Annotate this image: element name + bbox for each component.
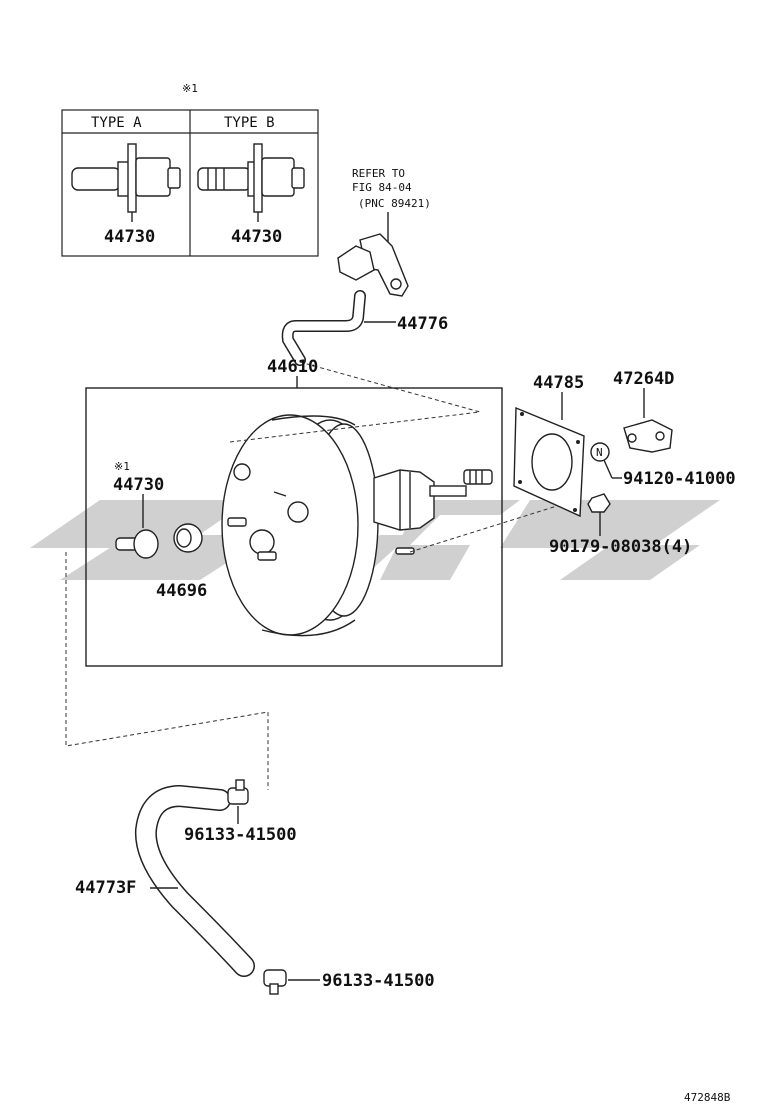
type-b-part-number: 44730 bbox=[231, 227, 282, 247]
check-valve-type-a-icon bbox=[71, 143, 181, 222]
type-a-header: TYPE A bbox=[91, 115, 142, 131]
gasket-icon bbox=[513, 406, 585, 518]
label-44696: 44696 bbox=[156, 581, 207, 601]
clevis-icon bbox=[623, 419, 673, 453]
label-44776: 44776 bbox=[397, 314, 448, 334]
label-94120-41000: 94120-41000 bbox=[623, 469, 736, 489]
refer-line-2: FIG 84-04 bbox=[352, 181, 412, 194]
refer-line-3: (PNC 89421) bbox=[358, 197, 431, 210]
type-a-part-number: 44730 bbox=[104, 227, 155, 247]
upper-vacuum-hose-icon bbox=[281, 290, 366, 366]
check-valve-type-b-icon bbox=[197, 143, 305, 222]
label-44773f: 44773F bbox=[75, 878, 136, 898]
valve-note-mark: ※1 bbox=[114, 460, 130, 473]
label-47264d: 47264D bbox=[613, 369, 674, 389]
nut-code: N bbox=[596, 446, 603, 459]
label-44785: 44785 bbox=[533, 373, 584, 393]
brake-booster-icon bbox=[221, 414, 493, 637]
lower-vacuum-hose-icon bbox=[134, 784, 255, 977]
refer-line-1: REFER TO bbox=[352, 167, 405, 180]
label-96133-41500-upper: 96133-41500 bbox=[184, 825, 297, 845]
label-44730: 44730 bbox=[113, 475, 164, 495]
flange-nut-icon bbox=[587, 493, 611, 513]
inset-note-mark: ※1 bbox=[182, 82, 198, 95]
booster-assembly-box bbox=[85, 387, 503, 667]
figure-id: 472848B bbox=[684, 1091, 731, 1104]
vacuum-bracket-icon bbox=[337, 233, 409, 297]
grommet-icon bbox=[173, 523, 203, 553]
nut-marker: N bbox=[590, 442, 610, 462]
label-90179-08038: 90179-08038(4) bbox=[549, 537, 692, 557]
label-44610: 44610 bbox=[267, 357, 318, 377]
refer-note: REFER TO FIG 84-04 (PNC 89421) bbox=[352, 167, 431, 252]
label-96133-41500-lower: 96133-41500 bbox=[322, 971, 435, 991]
check-valve-icon bbox=[115, 529, 159, 559]
hose-clip-upper-icon bbox=[227, 779, 249, 805]
hose-clip-lower-icon bbox=[263, 969, 287, 995]
type-b-header: TYPE B bbox=[224, 115, 275, 131]
type-inset: ※1 TYPE A TYPE B 44730 44730 bbox=[61, 82, 319, 257]
